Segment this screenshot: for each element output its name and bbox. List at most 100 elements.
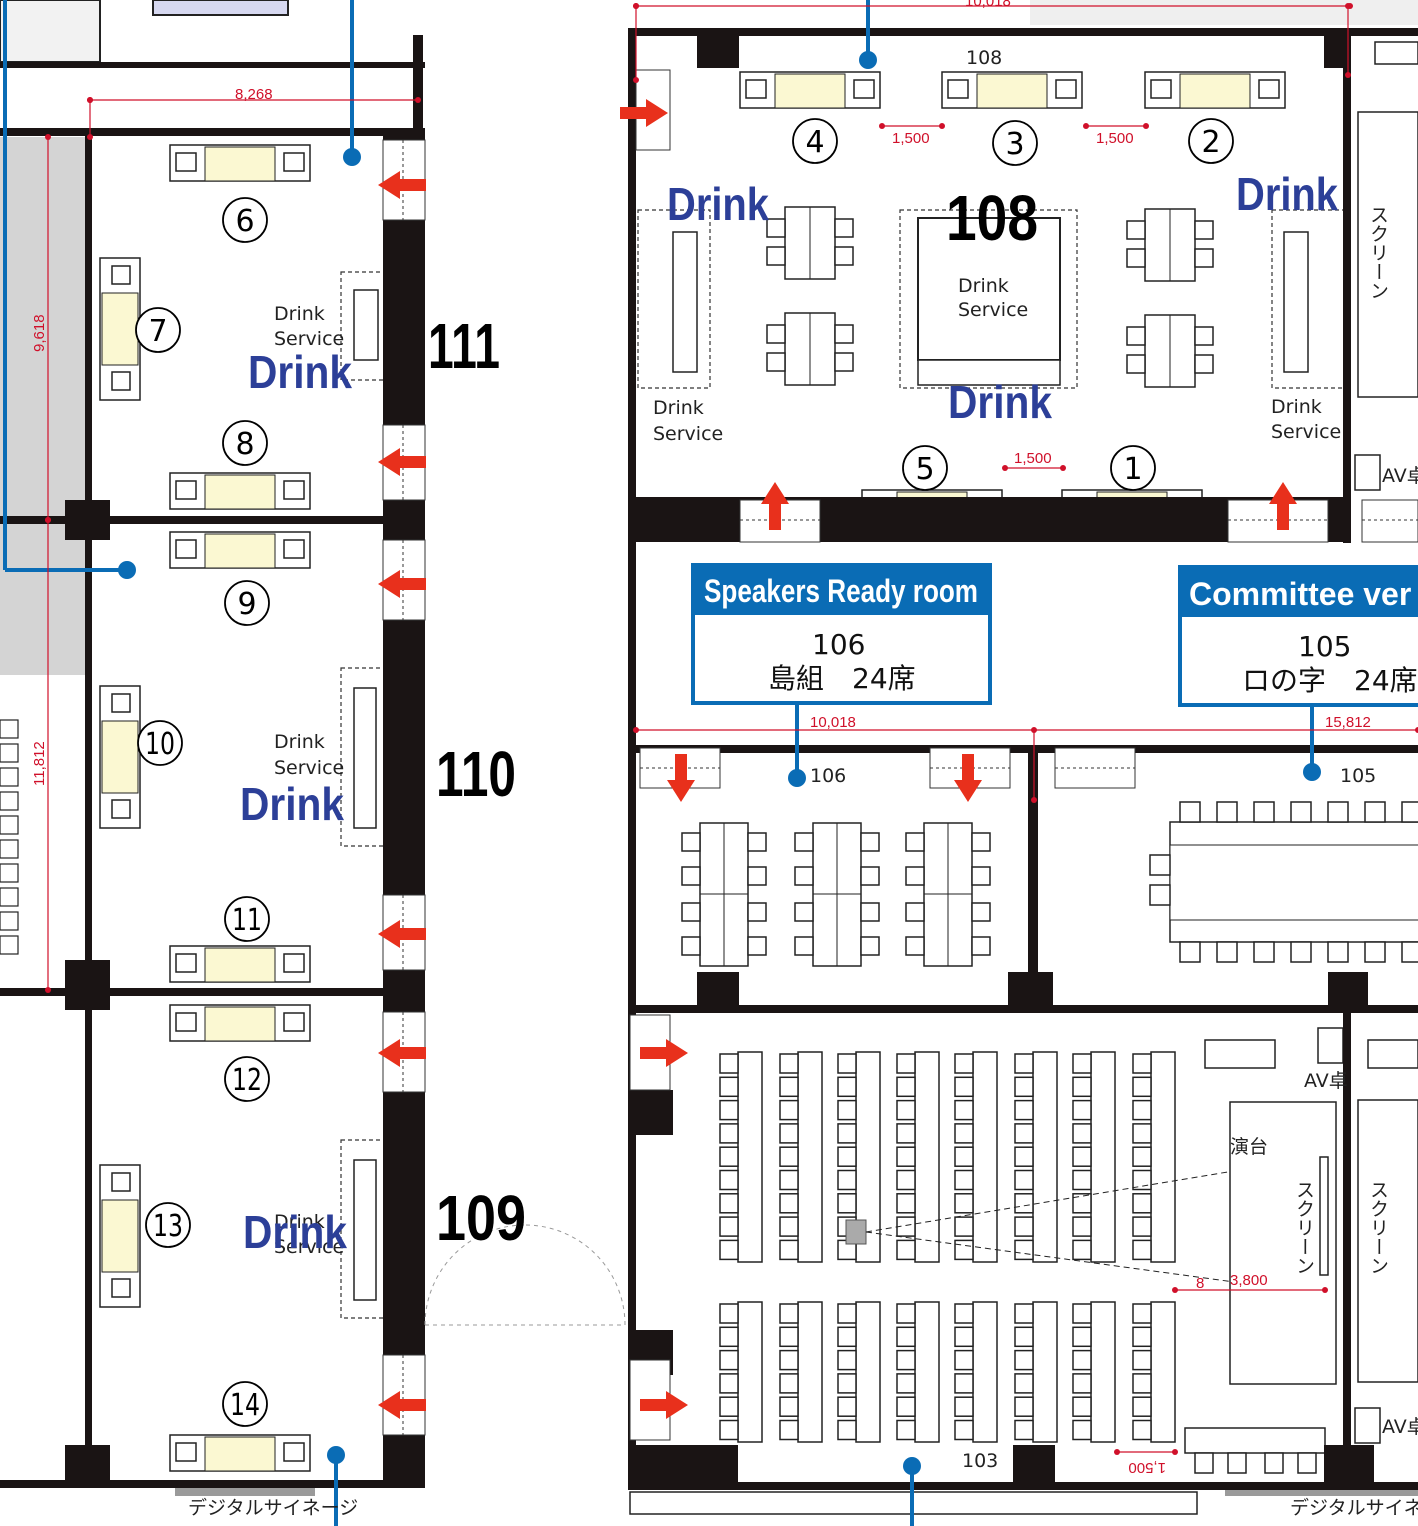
wall bbox=[85, 135, 92, 1485]
drink-label: Drink bbox=[243, 1206, 347, 1258]
chair bbox=[896, 1193, 916, 1214]
seat-number-7: 7 bbox=[135, 307, 181, 353]
table bbox=[1032, 1301, 1058, 1443]
wall bbox=[1328, 972, 1368, 1010]
chair bbox=[1132, 1396, 1152, 1417]
wall bbox=[383, 135, 425, 1487]
desk-top bbox=[101, 1199, 139, 1273]
chair bbox=[779, 1419, 799, 1441]
corridor-area bbox=[0, 137, 85, 675]
counter-table bbox=[1283, 231, 1309, 373]
chair bbox=[766, 246, 786, 266]
chair bbox=[747, 902, 767, 922]
dimension-tick bbox=[1060, 465, 1066, 471]
chair bbox=[905, 936, 925, 956]
room-label-105: 105 bbox=[1340, 765, 1376, 787]
chair bbox=[747, 832, 767, 852]
chair bbox=[971, 832, 991, 852]
desk-top bbox=[204, 146, 276, 182]
wall bbox=[0, 62, 425, 68]
table bbox=[797, 1301, 823, 1443]
chair bbox=[837, 1099, 857, 1121]
stage bbox=[1357, 111, 1418, 398]
table bbox=[1090, 1051, 1116, 1263]
chair bbox=[719, 1326, 739, 1348]
chair bbox=[719, 1349, 739, 1371]
av-desk bbox=[1317, 1027, 1344, 1064]
callout-dot bbox=[118, 561, 136, 579]
chair bbox=[860, 936, 880, 956]
chair bbox=[954, 1216, 974, 1237]
screen-label: スクリーン bbox=[1367, 1180, 1389, 1275]
desk-top bbox=[204, 474, 276, 510]
chair bbox=[779, 1326, 799, 1348]
chair bbox=[747, 936, 767, 956]
table bbox=[737, 1051, 763, 1263]
chair bbox=[283, 953, 305, 973]
drink-service-line: Drink bbox=[274, 303, 325, 325]
dimension-tick bbox=[633, 77, 639, 83]
stage bbox=[1357, 1099, 1418, 1383]
chair bbox=[719, 1239, 739, 1261]
chair bbox=[1327, 801, 1349, 823]
chair bbox=[1072, 1123, 1092, 1144]
podium-label: 演台 bbox=[1230, 1136, 1268, 1158]
chair bbox=[794, 832, 814, 852]
drink-service-line: Service bbox=[274, 757, 344, 779]
chair bbox=[954, 1239, 974, 1261]
dimension-tick bbox=[87, 97, 93, 103]
chair bbox=[1072, 1419, 1092, 1441]
info-box-layout: ロの字 24席 bbox=[1242, 664, 1418, 697]
seat-number-label: 13 bbox=[153, 1209, 183, 1244]
chair bbox=[954, 1373, 974, 1394]
chair bbox=[283, 480, 305, 500]
chair bbox=[766, 324, 786, 344]
dimension-tick bbox=[45, 517, 51, 523]
chair bbox=[1149, 884, 1171, 906]
seat-number-12: 12 bbox=[224, 1056, 270, 1102]
chair bbox=[111, 265, 131, 285]
wall bbox=[0, 1480, 425, 1488]
desk-top bbox=[976, 73, 1048, 109]
callout-dot bbox=[859, 51, 877, 69]
info-box-header bbox=[693, 565, 990, 615]
exit-arrow-icon bbox=[620, 99, 668, 127]
chair bbox=[1072, 1146, 1092, 1167]
chair bbox=[1014, 1193, 1034, 1214]
room-number-110: 110 bbox=[436, 738, 516, 810]
dimension-label: 1,500 bbox=[1096, 130, 1134, 147]
drink-service-line: Drink bbox=[274, 1211, 325, 1233]
chair bbox=[779, 1053, 799, 1074]
wall bbox=[1324, 1445, 1374, 1485]
chair bbox=[1179, 801, 1201, 823]
chair bbox=[719, 1193, 739, 1214]
chair bbox=[719, 1123, 739, 1144]
chair bbox=[954, 1146, 974, 1167]
chair bbox=[860, 832, 880, 852]
seat-number-circle bbox=[992, 120, 1038, 166]
chair bbox=[1014, 1239, 1034, 1261]
screen-label: スクリーン bbox=[1293, 1180, 1315, 1275]
chair bbox=[719, 1373, 739, 1394]
dimension-tick bbox=[1031, 797, 1037, 803]
wall bbox=[65, 1445, 110, 1485]
seat-number-3: 3 bbox=[992, 120, 1038, 166]
chair bbox=[1194, 326, 1214, 346]
chair bbox=[175, 953, 197, 973]
av-desk-label: AV卓 bbox=[1382, 465, 1418, 487]
chair bbox=[1401, 941, 1418, 963]
chair bbox=[1072, 1099, 1092, 1121]
chair bbox=[896, 1169, 916, 1191]
chair bbox=[954, 1303, 974, 1324]
chair bbox=[779, 1099, 799, 1121]
chair bbox=[896, 1146, 916, 1167]
exit-arrow-icon bbox=[378, 448, 426, 476]
seat-number-circle bbox=[1188, 118, 1234, 164]
chair bbox=[283, 539, 305, 559]
drink-service-counter bbox=[899, 209, 1078, 389]
exit-arrow-icon bbox=[378, 1039, 426, 1067]
seat-number-label: 2 bbox=[1201, 125, 1220, 160]
